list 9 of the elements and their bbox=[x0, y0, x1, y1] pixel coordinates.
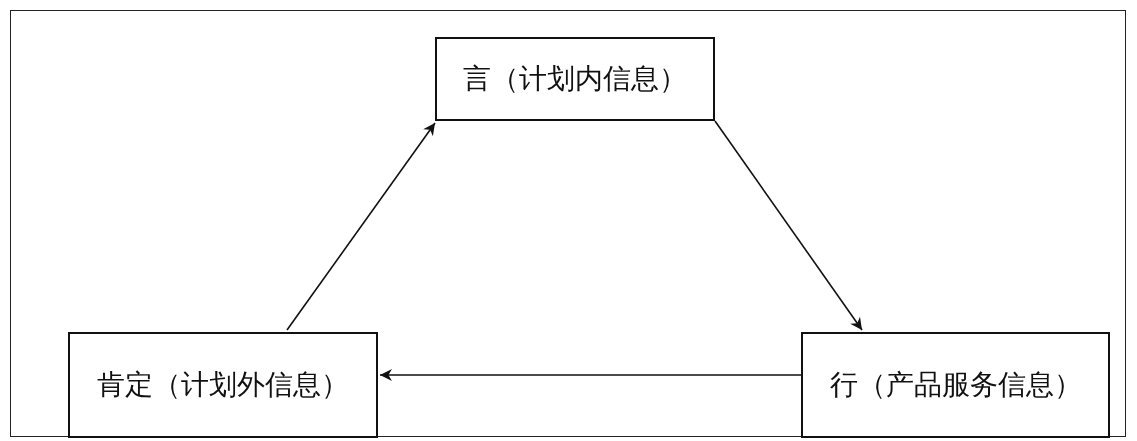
text-box bbox=[801, 332, 1110, 438]
arrow bbox=[379, 369, 802, 381]
text-box bbox=[68, 332, 378, 438]
arrow bbox=[714, 120, 863, 331]
text-box bbox=[435, 37, 715, 121]
box-label: 言（计划内信息） bbox=[463, 61, 687, 97]
box-label: 肯定（计划外信息） bbox=[97, 367, 349, 403]
arrow bbox=[286, 122, 436, 331]
box-label: 行（产品服务信息） bbox=[829, 367, 1082, 403]
